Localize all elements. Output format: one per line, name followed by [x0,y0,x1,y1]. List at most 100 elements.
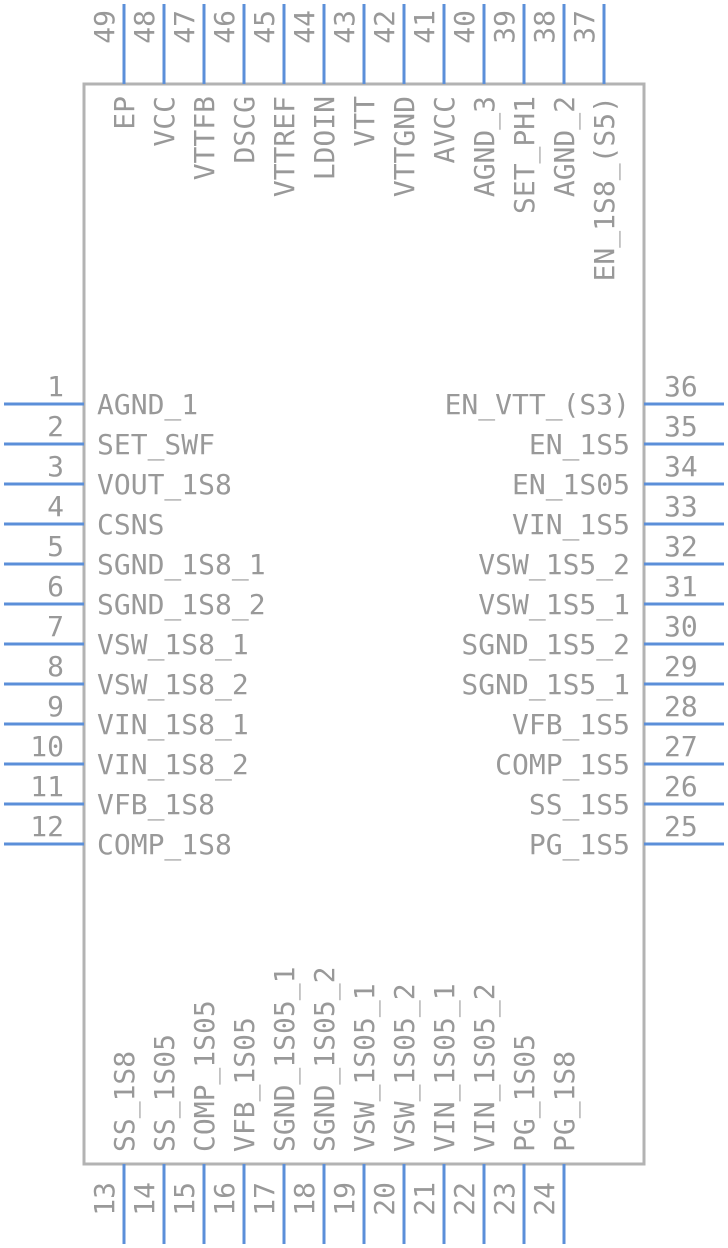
pin-12-number: 12 [30,810,64,843]
pin-28-number: 28 [664,690,698,723]
pin-37-number: 37 [568,10,601,44]
pin-label-dscg: DSCG [228,96,261,163]
pin-label-pg-1s05: PG_1S05 [508,1034,542,1152]
pins-top: 49EP48VCC47VTTFB46DSCG45VTTREF44LDOIN43V… [88,4,622,281]
pin-label-sgnd-1s05-1: SGND_1S05_1 [268,967,302,1152]
pin-7-number: 7 [47,610,64,643]
pin-47-number: 47 [168,10,201,44]
pin-29-number: 29 [664,650,698,683]
pin-14-number: 14 [128,1182,161,1216]
pin-label-en-1s05: EN_1S05 [512,468,630,502]
pin-label-vin-1s8-2: VIN_1S8_2 [97,748,249,782]
pin-15-number: 15 [168,1182,201,1216]
pin-46-number: 46 [208,10,241,44]
pin-5-number: 5 [47,530,64,563]
pin-19-number: 19 [328,1182,361,1216]
pin-label-vsw-1s5-2: VSW_1S5_2 [478,548,630,582]
pin-label-vttgnd: VTTGND [388,96,421,197]
pin-13-number: 13 [88,1182,121,1216]
ic-body [82,82,646,1166]
pin-label-vin-1s5: VIN_1S5 [512,508,630,542]
pin-41-number: 41 [408,10,441,44]
pin-label-en-vtt-s3: EN_VTT_(S3) [445,388,630,422]
pin-label-sgnd-1s5-1: SGND_1S5_1 [461,668,630,702]
pin-label-vsw-1s5-1: VSW_1S5_1 [478,588,630,622]
pin-label-vcc: VCC [148,96,181,147]
pin-label-set-ph1: SET_PH1 [508,96,542,214]
pin-label-en-1s8-s5: EN_1S8_(S5) [588,96,622,281]
pin-label-csns: CSNS [97,508,164,541]
pin-23-number: 23 [488,1182,521,1216]
pin-4-number: 4 [47,490,64,523]
pin-49-number: 49 [88,10,121,44]
pin-38-number: 38 [528,10,561,44]
pin-label-vsw-1s8-2: VSW_1S8_2 [97,668,249,702]
pins-bottom: 13 SS_1S8 14 SS_1S05 15 COMP_1S05 16 VFB_1S05 17… [88,967,582,1244]
pin-22-number: 22 [448,1182,481,1216]
pin-label-vsw-1s05-2: VSW_1S05_2 [388,983,422,1152]
pin-40-number: 40 [448,10,481,44]
pin-label-en-1s5: EN_1S5 [529,428,630,462]
pin-17-number: 17 [248,1182,281,1216]
pin-label-agnd-3: AGND_3 [468,96,502,197]
pin-label-sgnd-1s8-1: SGND_1S8_1 [97,548,266,582]
pin-3-number: 3 [47,450,64,483]
pin-45-number: 45 [248,10,281,44]
pin-21-number: 21 [408,1182,441,1216]
pin-6-number: 6 [47,570,64,603]
pin-20-number: 20 [368,1182,401,1216]
pin-label-ep: EP [108,96,141,130]
pin-label-ss-1s8: SS_1S8 [108,1051,142,1152]
pin-43-number: 43 [328,10,361,44]
pin-label-vfb-1s5: VFB_1S5 [512,708,630,742]
pin-8-number: 8 [47,650,64,683]
pin-26-number: 26 [664,770,698,803]
pin-32-number: 32 [664,530,698,563]
pin-39-number: 39 [488,10,521,44]
pin-label-sgnd-1s8-2: SGND_1S8_2 [97,588,266,622]
pin-25-number: 25 [664,810,698,843]
pin-label-comp-1s8: COMP_1S8 [97,828,232,862]
pin-label-avcc: AVCC [428,96,461,163]
pin-48-number: 48 [128,10,161,44]
pin-1-number: 1 [47,370,64,403]
pin-18-number: 18 [288,1182,321,1216]
pin-34-number: 34 [664,450,698,483]
pin-36-number: 36 [664,370,698,403]
pin-44-number: 44 [288,10,321,44]
pin-35-number: 35 [664,410,698,443]
pin-label-vsw-1s8-1: VSW_1S8_1 [97,628,249,662]
pins-left: 1AGND_12SET_SWF3VOUT_1S84CSNS5SGND_1S8_1… [4,370,266,862]
pin-label-vsw-1s05-1: VSW_1S05_1 [348,983,382,1152]
pin-42-number: 42 [368,10,401,44]
pin-label-vfb-1s8: VFB_1S8 [97,788,215,822]
pin-24-number: 24 [528,1182,561,1216]
pin-label-vfb-1s05: VFB_1S05 [228,1017,262,1152]
pin-2-number: 2 [47,410,64,443]
pin-label-vout-1s8: VOUT_1S8 [97,468,232,502]
pin-27-number: 27 [664,730,698,763]
pin-label-sgnd-1s5-2: SGND_1S5_2 [461,628,630,662]
pin-label-pg-1s8: PG_1S8 [548,1051,582,1152]
pin-label-ldoin: LDOIN [308,96,341,180]
pin-label-vtt: VTT [348,96,381,147]
pin-label-agnd-1: AGND_1 [97,388,198,422]
pin-label-comp-1s05: COMP_1S05 [188,1000,222,1152]
pin-label-sgnd-1s05-2: SGND_1S05_2 [308,967,342,1152]
pin-label-comp-1s5: COMP_1S5 [495,748,630,782]
pin-label-vttref: VTTREF [268,96,301,197]
pin-11-number: 11 [30,770,64,803]
pin-label-agnd-2: AGND_2 [548,96,582,197]
pin-16-number: 16 [208,1182,241,1216]
pin-30-number: 30 [664,610,698,643]
pin-31-number: 31 [664,570,698,603]
pin-label-vin-1s05-1: VIN_1S05_1 [428,983,462,1152]
pin-label-ss-1s05: SS_1S05 [148,1034,182,1152]
pin-10-number: 10 [30,730,64,763]
pin-label-vin-1s05-2: VIN_1S05_2 [468,983,502,1152]
pin-label-vin-1s8-1: VIN_1S8_1 [97,708,249,742]
pin-33-number: 33 [664,490,698,523]
pin-label-pg-1s5: PG_1S5 [529,828,630,862]
